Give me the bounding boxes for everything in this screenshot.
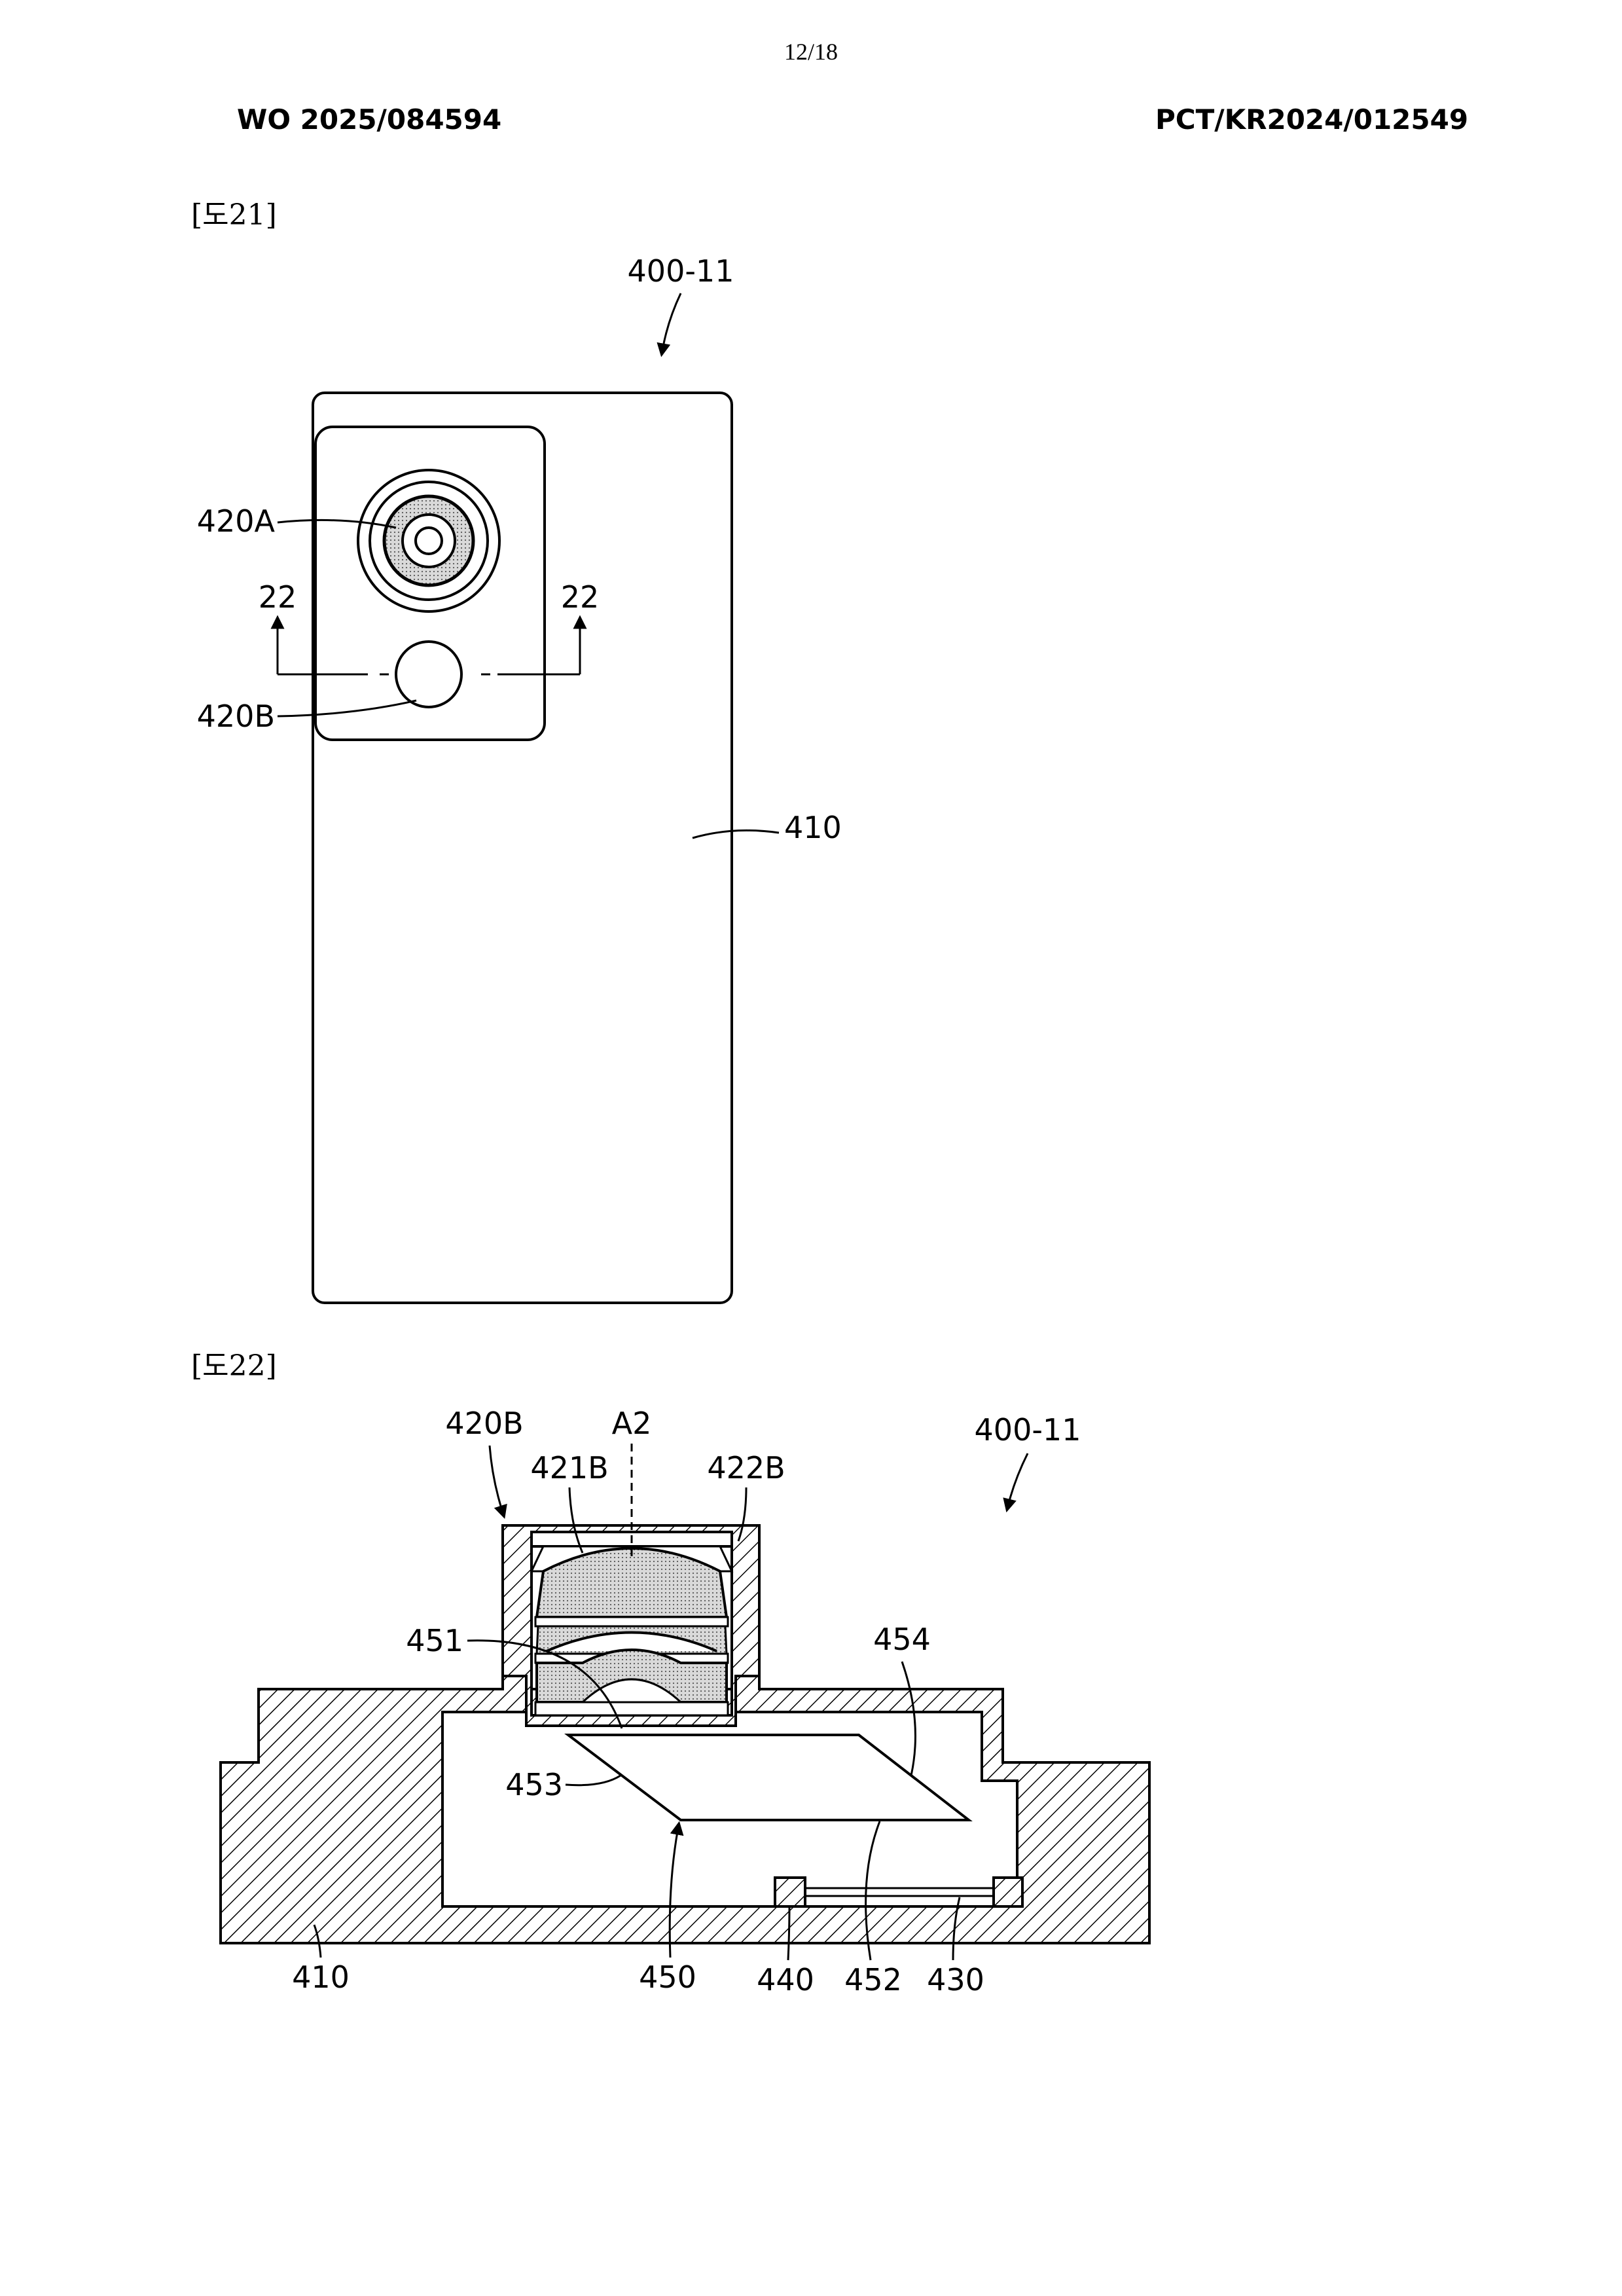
ref-450: 450 — [639, 1959, 696, 1995]
ref-440: 440 — [757, 1962, 814, 1997]
section-line-22 — [278, 622, 580, 674]
pointer-400-11-fig22 — [1008, 1453, 1028, 1506]
ref-420A: 420A — [197, 503, 276, 539]
ref-400-11-fig22: 400-11 — [975, 1412, 1081, 1448]
ref-421B: 421B — [530, 1450, 608, 1485]
ref-453: 453 — [505, 1767, 563, 1802]
device-body — [313, 393, 732, 1303]
spacer-440-left — [775, 1878, 805, 1906]
leader-420B — [278, 701, 416, 716]
ref-400-11-fig21: 400-11 — [628, 253, 734, 289]
leader-454 — [902, 1662, 915, 1776]
camera-420A — [358, 470, 499, 611]
leader-453 — [566, 1776, 621, 1785]
leader-420A — [278, 520, 396, 528]
prism-450 — [568, 1735, 969, 1820]
ref-452: 452 — [844, 1962, 902, 1997]
pointer-420B — [490, 1446, 503, 1512]
device-pointer — [662, 293, 681, 350]
section-label-left: 22 — [259, 579, 297, 615]
ref-454: 454 — [873, 1622, 931, 1657]
lens-stack — [532, 1532, 732, 1715]
sensor-430 — [775, 1888, 1004, 1896]
ref-420B-fig22: 420B — [445, 1406, 523, 1441]
ref-410-fig22: 410 — [292, 1959, 350, 1995]
ref-451: 451 — [406, 1623, 463, 1658]
spacer-440-right — [994, 1878, 1022, 1906]
ref-A2: A2 — [612, 1406, 652, 1441]
ref-410-fig21: 410 — [784, 810, 842, 845]
figure-22: A2 420B 421B 422B 400-11 451 454 453 410… — [221, 1406, 1149, 1997]
camera-420B — [396, 642, 461, 707]
ref-420B-fig21: 420B — [197, 699, 275, 734]
section-label-right: 22 — [561, 579, 600, 615]
leader-410-fig21 — [693, 830, 779, 838]
ref-430: 430 — [927, 1962, 984, 1997]
ref-422B: 422B — [707, 1450, 785, 1485]
figure-21: 400-11 22 22 420A 420B 410 — [197, 253, 842, 1303]
